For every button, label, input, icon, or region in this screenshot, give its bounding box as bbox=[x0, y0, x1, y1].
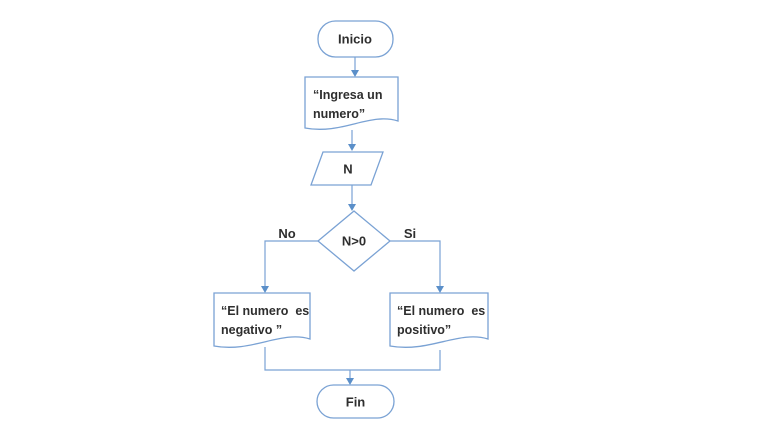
decision-diamond-shape bbox=[316, 210, 392, 272]
edge-label-no: No bbox=[278, 226, 295, 241]
document-input-prompt-shape bbox=[304, 76, 399, 130]
arrowhead-down-icon bbox=[261, 286, 269, 293]
document-positive-output-line1: “El numero es bbox=[397, 304, 485, 318]
arrowhead-down-icon bbox=[348, 144, 356, 151]
arrowhead-down-icon bbox=[436, 286, 444, 293]
document-negative-output-line1: “El numero es bbox=[221, 304, 309, 318]
end-terminator-shape bbox=[316, 384, 395, 419]
parallelogram-read-n-label: N bbox=[343, 162, 352, 177]
edge-label-si: Si bbox=[404, 226, 416, 241]
end-terminator-label: Fin bbox=[346, 395, 366, 410]
connector-si-branch bbox=[390, 240, 441, 287]
document-negative-output-shape bbox=[213, 292, 311, 348]
document-positive-output-shape bbox=[389, 292, 489, 348]
arrowhead-down-icon bbox=[346, 378, 354, 385]
arrowhead-down-icon bbox=[348, 204, 356, 211]
start-terminator-label: Inicio bbox=[338, 32, 372, 47]
document-negative-output-line2: negativo ” bbox=[221, 323, 282, 337]
document-positive-output-line2: positivo” bbox=[397, 323, 451, 337]
parallelogram-read-n-shape bbox=[310, 151, 384, 186]
document-input-prompt-line1: “Ingresa un bbox=[313, 88, 382, 102]
decision-diamond-label: N>0 bbox=[342, 234, 366, 249]
arrowhead-down-icon bbox=[351, 70, 359, 77]
connector-merge bbox=[264, 347, 441, 371]
connector-no-branch bbox=[264, 240, 318, 287]
document-input-prompt-line2: numero” bbox=[313, 107, 365, 121]
